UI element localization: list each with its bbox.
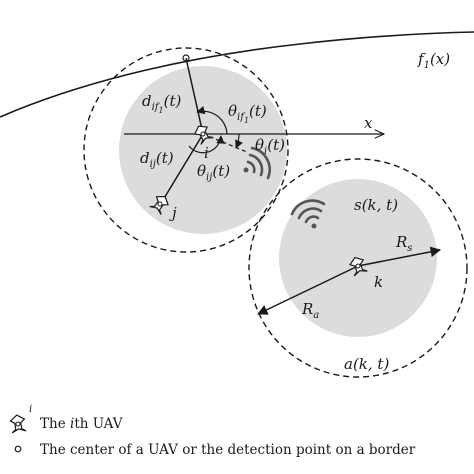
legend-center-marker: [14, 445, 22, 453]
vector-Rs: [357, 246, 442, 267]
label-theta-i: θi(t): [255, 136, 285, 157]
label-theta-if1: θif1(t): [228, 102, 267, 125]
sensing-area-i: [119, 66, 287, 234]
label-Ra: Ra: [301, 300, 319, 321]
legend-center-text: The center of a UAV or the detection poi…: [40, 442, 416, 458]
comm-range-k: [248, 158, 468, 378]
comm-range-i: [83, 47, 289, 253]
line-d-ij: [162, 133, 204, 201]
vector-Ra: [257, 265, 359, 315]
wifi-signal-icon: [243, 146, 271, 180]
label-i: i: [204, 144, 209, 162]
arc-theta-i: [235, 133, 243, 149]
label-Rs: Rs: [395, 233, 412, 254]
legend-uav-index: i: [29, 404, 32, 415]
label-k: k: [374, 273, 383, 291]
legend-uav-text: The ith UAV: [40, 416, 123, 432]
arc-theta-ij: [188, 135, 225, 154]
line-d-if1: [185, 57, 204, 135]
wifi-signal-icon: [290, 199, 326, 229]
arc-theta-if1: [196, 106, 228, 135]
label-d-ij: dij(t): [140, 149, 174, 170]
label-a-kt: a(k, t): [344, 355, 389, 373]
label-theta-ij: θij(t): [197, 162, 230, 183]
label-d-if1: dif1(t): [142, 92, 181, 115]
label-s-kt: s(k, t): [354, 196, 398, 214]
label-j: j: [169, 204, 177, 222]
label-f1: f1(x): [417, 50, 450, 71]
border-curve: [0, 31, 474, 118]
legend: i The ith UAV The center of a UAV or the…: [9, 404, 416, 458]
legend-uav-icon: [9, 413, 27, 434]
label-x: x: [364, 114, 373, 132]
